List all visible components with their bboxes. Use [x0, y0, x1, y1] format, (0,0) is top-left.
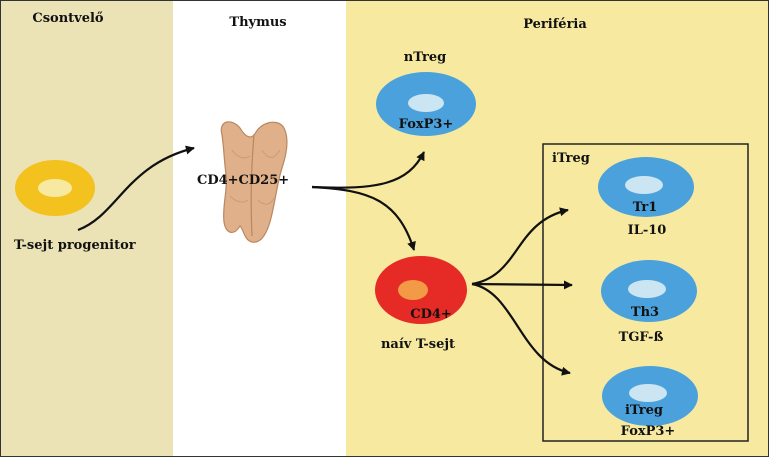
- naive-label: naív T-sejt: [381, 337, 455, 352]
- periphery-panel: [346, 1, 768, 456]
- itreg-box-title: iTreg: [552, 151, 590, 166]
- itreg-box: [542, 143, 749, 442]
- naive-marker: CD4+: [410, 307, 452, 322]
- itreg-marker: FoxP3+: [621, 424, 676, 439]
- itreg-name: iTreg: [625, 403, 663, 418]
- ntreg-cell: [376, 72, 476, 136]
- naive-t-cell: [375, 256, 467, 324]
- arrow-naive-to-itreg: [471, 282, 571, 376]
- section-thymus: Thymus: [229, 15, 286, 30]
- arrow-naive-to-tr1: [471, 207, 569, 286]
- tr1-cytokine: IL-10: [628, 223, 667, 238]
- section-bone-marrow: Csontvelő: [32, 11, 104, 26]
- thymus-cells-label: CD4+CD25+: [197, 173, 289, 188]
- th3-cytokine: TGF-ß: [619, 330, 664, 345]
- itreg-cell: [602, 366, 698, 426]
- ntreg-title: nTreg: [404, 50, 446, 65]
- bone-marrow-panel: [1, 1, 173, 456]
- arrow-naive-to-th3: [471, 280, 573, 290]
- thymus-organ-icon: [220, 121, 288, 243]
- th3-name: Th3: [631, 305, 659, 320]
- arrows: [77, 145, 573, 376]
- tr1-cell: [598, 157, 694, 217]
- progenitor-cell: [15, 160, 95, 216]
- section-periphery: Periféria: [523, 17, 587, 32]
- th3-cell: [601, 260, 697, 322]
- ntreg-marker: FoxP3+: [399, 117, 454, 132]
- arrow-thymus-to-naive: [311, 185, 416, 251]
- arrow-progenitor-to-thymus: [77, 145, 195, 232]
- progenitor-label: T-sejt progenitor: [14, 238, 136, 253]
- tr1-name: Tr1: [633, 200, 658, 215]
